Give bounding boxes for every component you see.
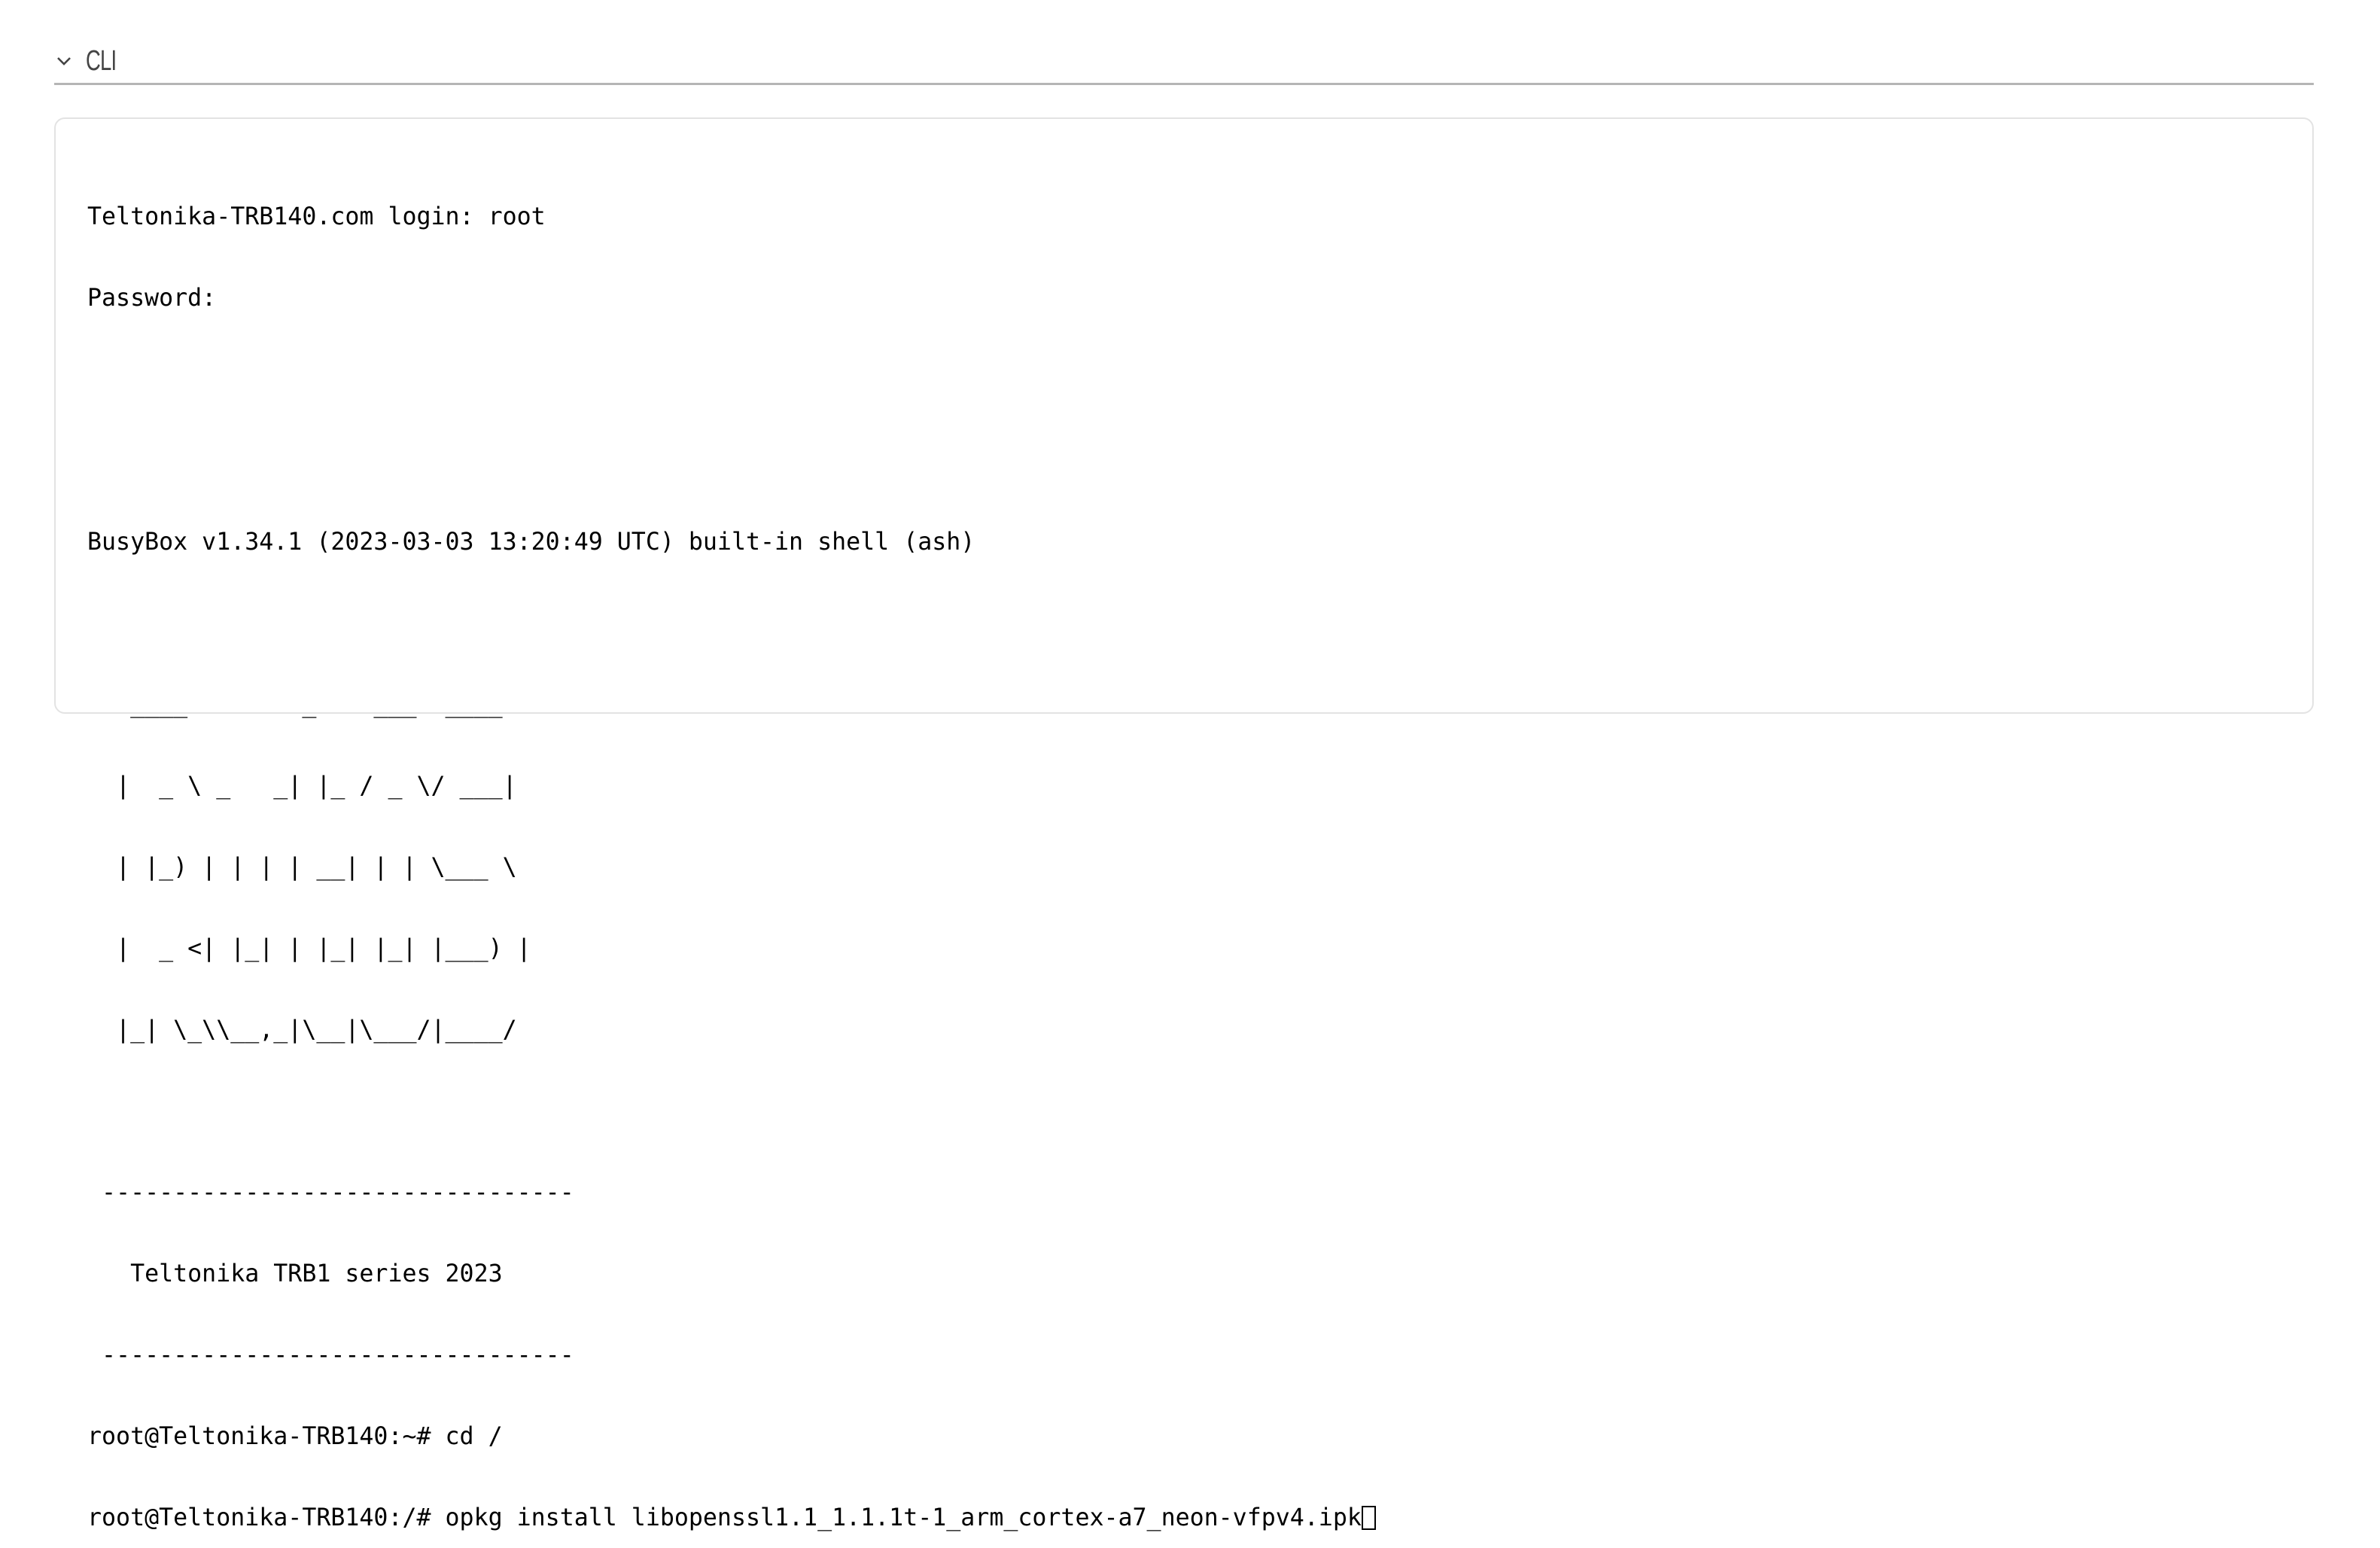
terminal-window[interactable]: Teltonika-TRB140.com login: root Passwor… bbox=[54, 117, 2314, 1531]
terminal-line: BusyBox v1.34.1 (2023-03-03 13:20:49 UTC… bbox=[87, 529, 975, 556]
section-title: CLI bbox=[86, 44, 117, 77]
terminal-line bbox=[87, 447, 1376, 474]
terminal-output: Teltonika-TRB140.com login: root Passwor… bbox=[87, 149, 1376, 1548]
terminal-line: Teltonika-TRB140.com login: root bbox=[87, 203, 546, 230]
banner-line: ____ _ ___ ____ bbox=[87, 691, 503, 718]
terminal-line: --------------------------------- bbox=[87, 1342, 574, 1369]
terminal-line bbox=[87, 1098, 1376, 1125]
terminal-line: --------------------------------- bbox=[87, 1179, 574, 1206]
chevron-down-icon bbox=[57, 57, 71, 66]
terminal-line: Teltonika TRB1 series 2023 bbox=[87, 1260, 503, 1287]
banner-line: | _ \ _ _| |_ / _ \/ ___| bbox=[87, 772, 517, 800]
banner-line: |_| \_\\__,_|\__|\___/|____/ bbox=[87, 1016, 517, 1044]
terminal-line bbox=[87, 610, 1376, 637]
terminal-input-text[interactable]: root@Teltonika-TRB140:/# opkg install li… bbox=[87, 1504, 1362, 1531]
terminal-cursor bbox=[1361, 1506, 1376, 1530]
banner-line: | |_) | | | | __| | | \___ \ bbox=[87, 854, 517, 881]
banner-line: | _ <| |_| | |_| |_| |___) | bbox=[87, 935, 531, 962]
terminal-line bbox=[87, 366, 1376, 393]
terminal-input-line[interactable]: root@Teltonika-TRB140:/# opkg install li… bbox=[87, 1504, 1376, 1531]
terminal-line: Password: bbox=[87, 285, 217, 312]
cli-section-header[interactable]: CLI bbox=[54, 39, 2314, 85]
terminal-line: root@Teltonika-TRB140:~# cd / bbox=[87, 1423, 503, 1450]
